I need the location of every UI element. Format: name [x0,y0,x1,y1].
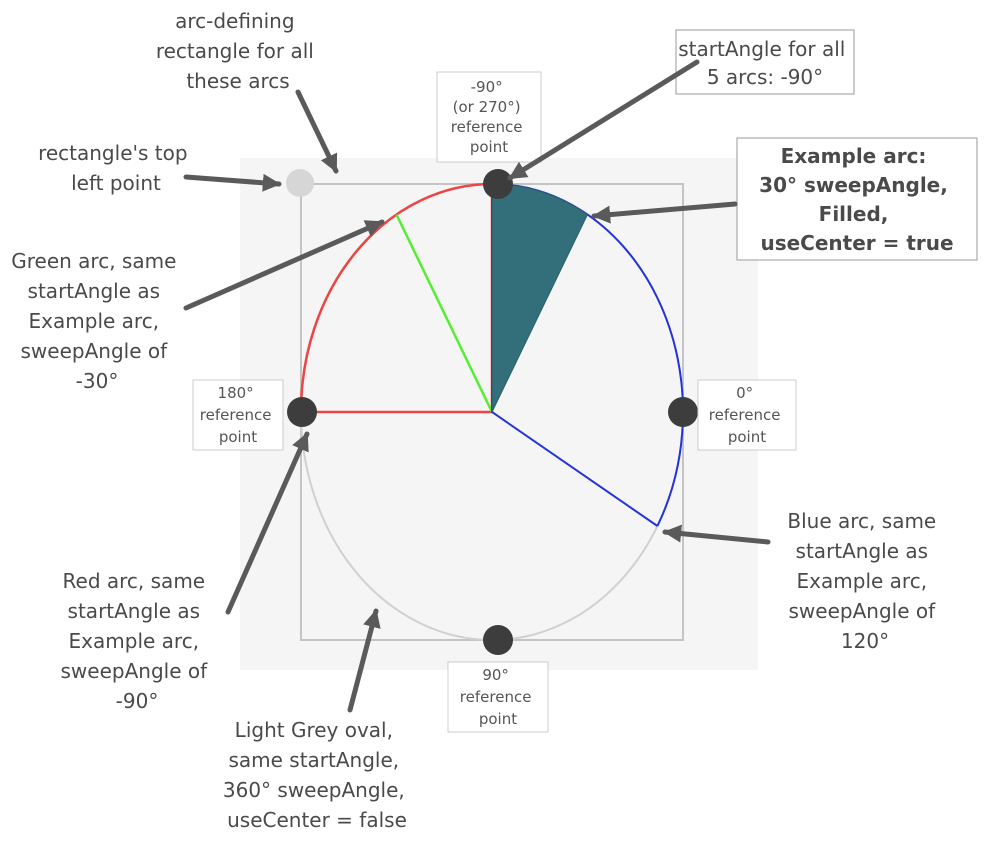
red-arc [299,182,494,414]
annotation-arrows [183,59,771,713]
arrow-arc-rectangle [295,89,339,174]
blue-arc-label: Blue arc, same startAngle as Example arc… [787,509,942,653]
arrow-example-arc [591,201,738,224]
arrow-green-arc [183,219,385,311]
start-angle-box [675,29,855,95]
arrow-grey-oval [347,608,381,713]
arrow-blue-arc [662,524,771,545]
ref-label-bottom: 90° reference point [460,666,536,728]
green-arc-label: Green arc, same startAngle as Example ar… [11,249,183,393]
example-arc-label: Example arc: 30° sweepAngle, Filled, use… [759,144,955,255]
ref-box-top [436,71,542,163]
red-arc-label: Red arc, same startAngle as Example arc,… [61,569,214,713]
ref-box-right [697,379,797,451]
top-left-point-label: rectangle's top left point [38,141,194,195]
ref-box-bottom [447,661,549,733]
start-angle-label: startAngle for all 5 arcs: -90° [678,37,851,89]
arc-rectangle-label: arc-defining rectangle for all these arc… [156,9,320,93]
arrow-start-angle [507,59,700,181]
reference-point-bottom [483,625,513,655]
reference-point-top [483,169,513,199]
reference-point-left [287,397,317,427]
ref-box-left [192,379,284,451]
ref-label-top: -90° (or 270°) reference point [451,78,527,156]
ref-label-right: 0° reference point [709,384,785,446]
top-left-point [286,169,314,197]
reference-point-right [668,397,698,427]
example-arc-box [736,137,978,261]
arrow-red-arc [225,431,310,615]
ref-label-left: 180° reference point [200,384,276,446]
arrow-top-left-point [183,173,282,192]
green-arc [395,214,494,413]
grey-oval-label: Light Grey oval, same startAngle, 360° s… [223,718,411,832]
